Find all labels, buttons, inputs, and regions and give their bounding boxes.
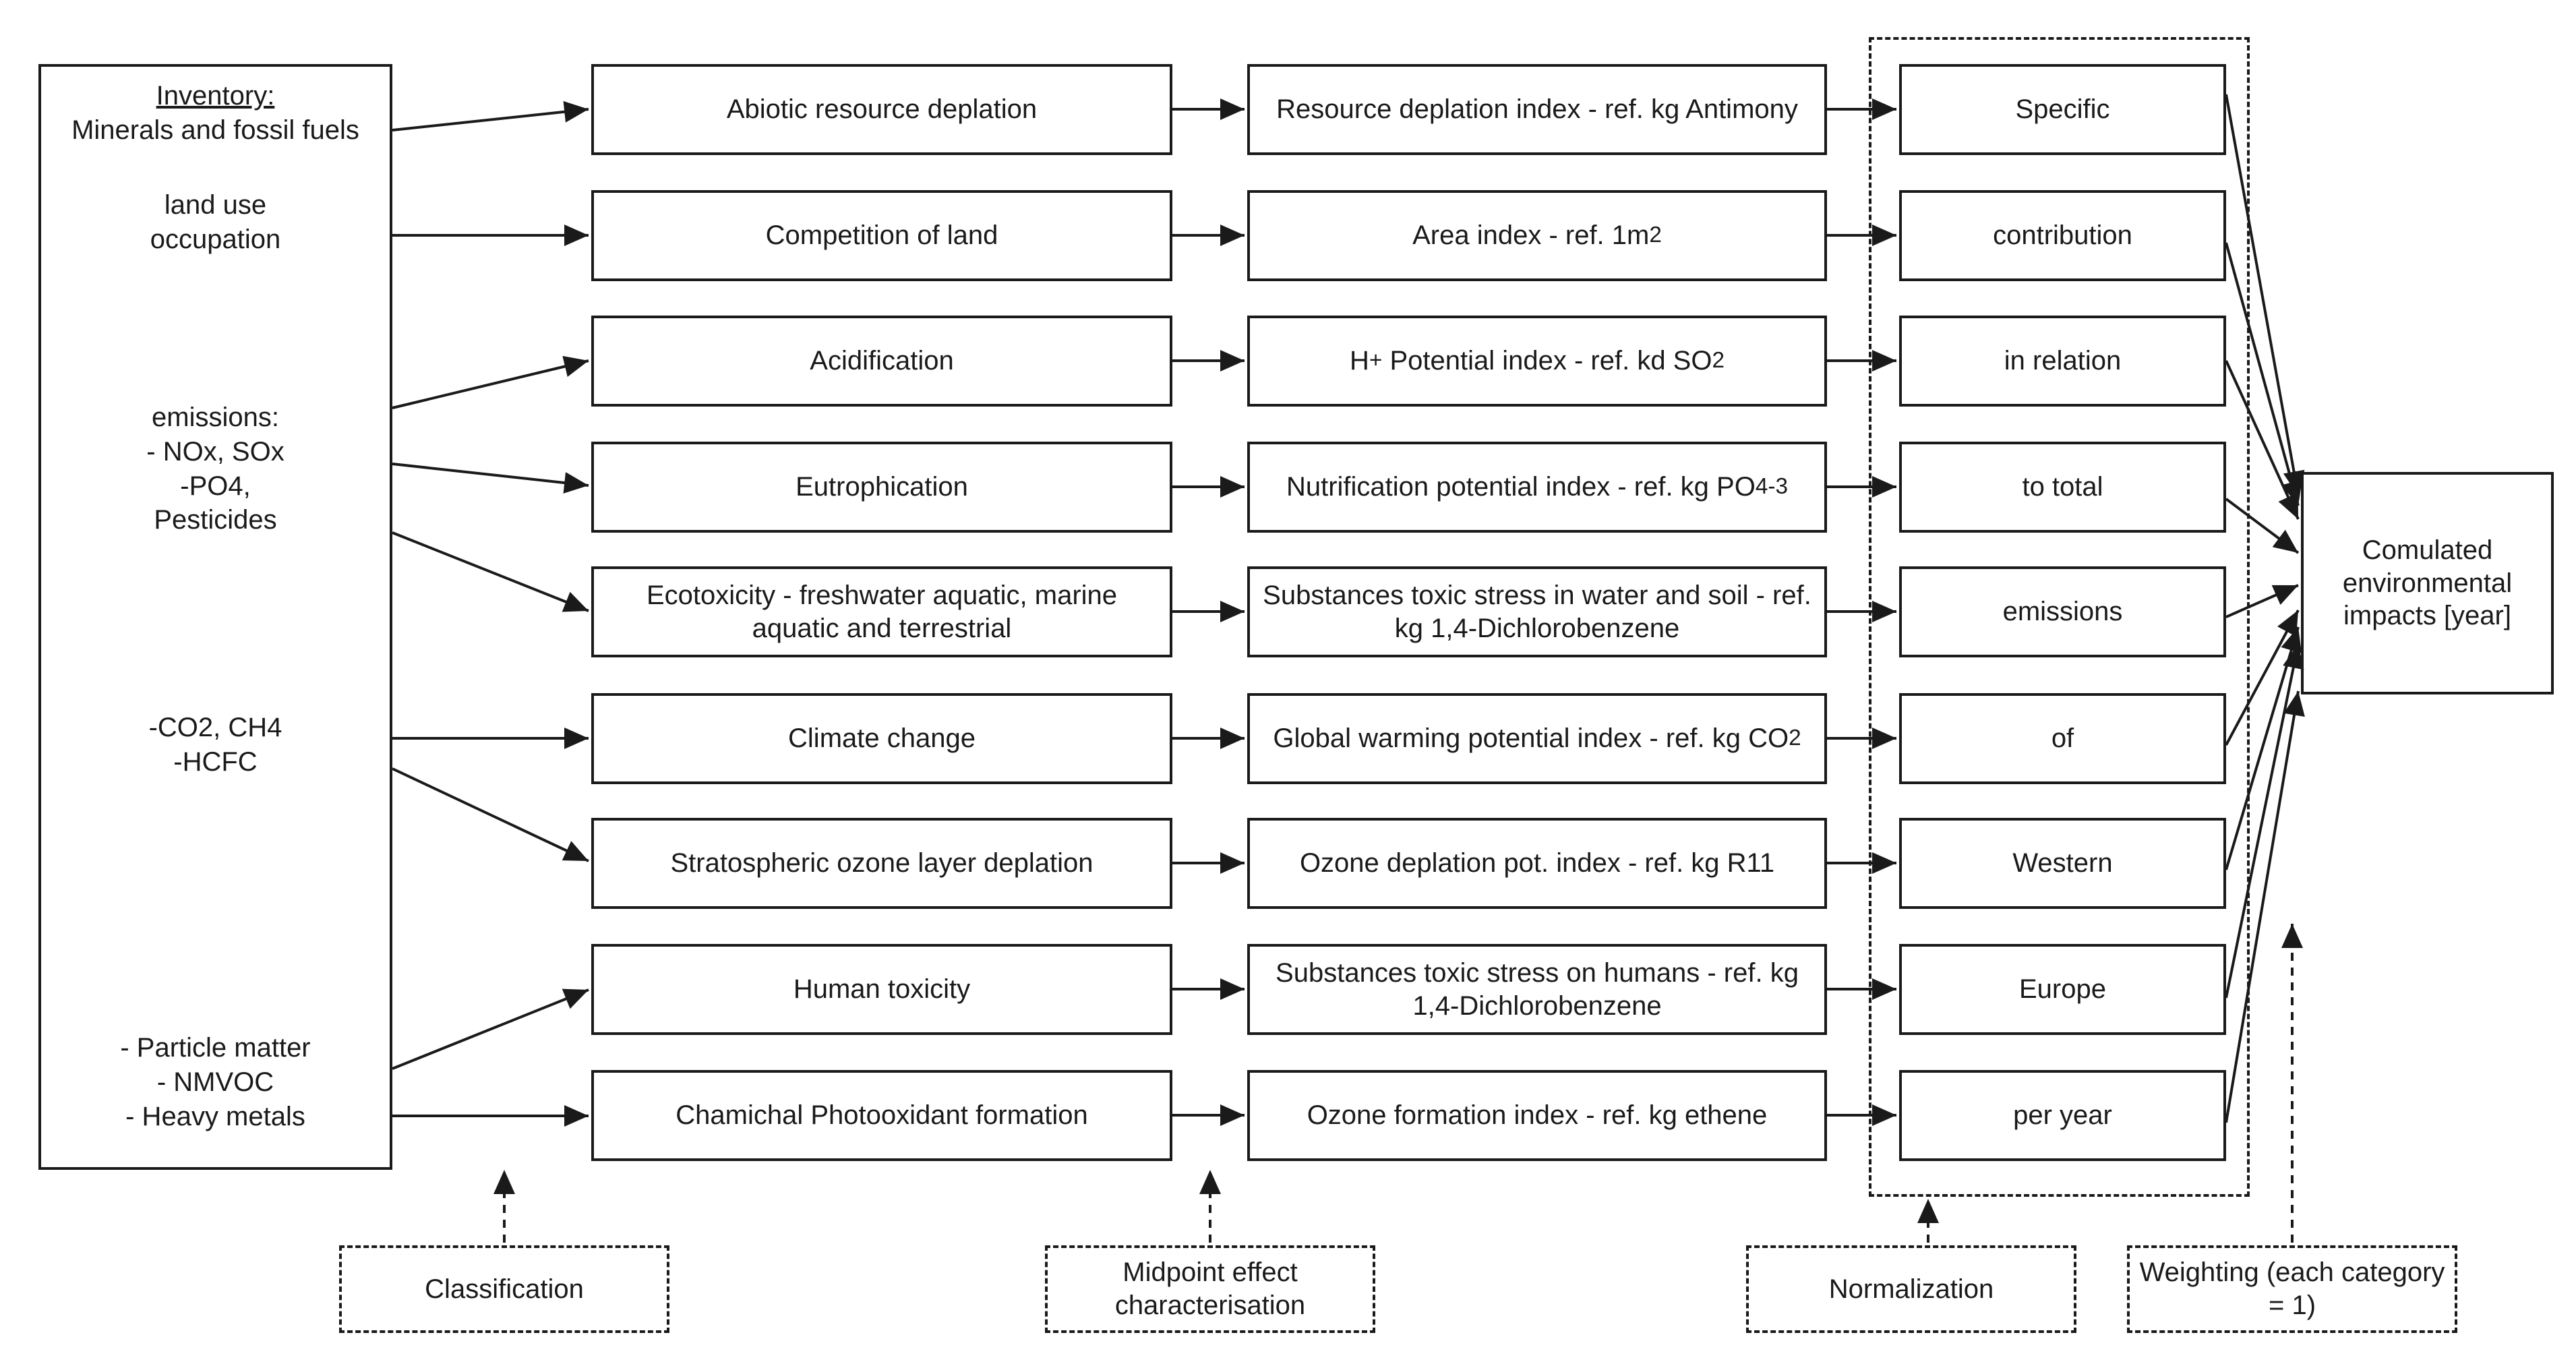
arrow-inv-ecotoxicity (392, 531, 589, 612)
inventory-box: Inventory: Minerals and fossil fuels lan… (38, 64, 392, 1170)
normalization-specific: Specific (1899, 64, 2226, 155)
indicator-nutrification: Nutrification potential index - ref. kg … (1247, 442, 1827, 533)
normalization-in-relation: in relation (1899, 316, 2226, 407)
inventory-occupation: occupation (150, 224, 281, 254)
inventory-particle-matter: - Particle matter (120, 1033, 311, 1063)
arrow-inv-human-toxicity (392, 988, 589, 1070)
inventory-pesticides: Pesticides (154, 505, 277, 535)
arrow-inv-abiotic (392, 100, 589, 131)
category-eutrophication: Eutrophication (591, 442, 1172, 533)
indicator-toxic-stress-water-soil: Substances toxic stress in water and soi… (1247, 566, 1827, 657)
category-acidification: Acidification (591, 316, 1172, 407)
inventory-po4: -PO4, (180, 471, 251, 501)
normalization-contribution: contribution (1899, 190, 2226, 281)
normalization-of: of (1899, 693, 2226, 784)
inventory-hcfc: -HCFC (173, 746, 258, 777)
normalization-europe: Europe (1899, 944, 2226, 1035)
category-land-competition: Competition of land (591, 190, 1172, 281)
arrow-inv-acidification (392, 355, 589, 409)
category-ozone-depletion: Stratospheric ozone layer deplation (591, 818, 1172, 909)
category-climate-change: Climate change (591, 693, 1172, 784)
indicator-ozone-formation: Ozone formation index - ref. kg ethene (1247, 1070, 1827, 1161)
inventory-emissions: emissions: (152, 403, 279, 432)
category-abiotic-resource: Abiotic resource deplation (591, 64, 1172, 155)
indicator-ozone-depletion: Ozone deplation pot. index - ref. kg R11 (1247, 818, 1827, 909)
category-human-toxicity: Human toxicity (591, 944, 1172, 1035)
cumulated-impacts-box: Comulated environmental impacts [year] (2301, 472, 2554, 694)
inventory-title: Inventory: (156, 81, 275, 111)
inventory-co2-ch4: -CO2, CH4 (148, 713, 282, 742)
step-midpoint-characterisation: Midpoint effect characterisation (1045, 1245, 1375, 1333)
normalization-emissions: emissions (1899, 566, 2226, 657)
arrow-inv-eutrophication (392, 463, 589, 494)
inventory-nmvoc: - NMVOC (156, 1067, 274, 1097)
category-photooxidant: Chamichal Photooxidant formation (591, 1070, 1172, 1161)
arrow-inv-ozone (392, 767, 589, 862)
inventory-land-use: land use (164, 190, 267, 220)
category-ecotoxicity: Ecotoxicity - freshwater aquatic, marine… (591, 566, 1172, 657)
indicator-resource-depletion: Resource deplation index - ref. kg Antim… (1247, 64, 1827, 155)
indicator-global-warming: Global warming potential index - ref. kg… (1247, 693, 1827, 784)
normalization-western: Western (1899, 818, 2226, 909)
inventory-minerals: Minerals and fossil fuels (71, 115, 359, 145)
inventory-heavy-metals: - Heavy metals (125, 1101, 305, 1131)
normalization-to-total: to total (1899, 442, 2226, 533)
step-normalization: Normalization (1746, 1245, 2076, 1333)
step-classification: Classification (339, 1245, 669, 1333)
indicator-toxic-stress-humans: Substances toxic stress on humans - ref.… (1247, 944, 1827, 1035)
normalization-group-frame (1869, 37, 2250, 1197)
normalization-per-year: per year (1899, 1070, 2226, 1161)
inventory-nox-sox: - NOx, SOx (146, 436, 284, 467)
step-weighting: Weighting (each category = 1) (2127, 1245, 2457, 1333)
